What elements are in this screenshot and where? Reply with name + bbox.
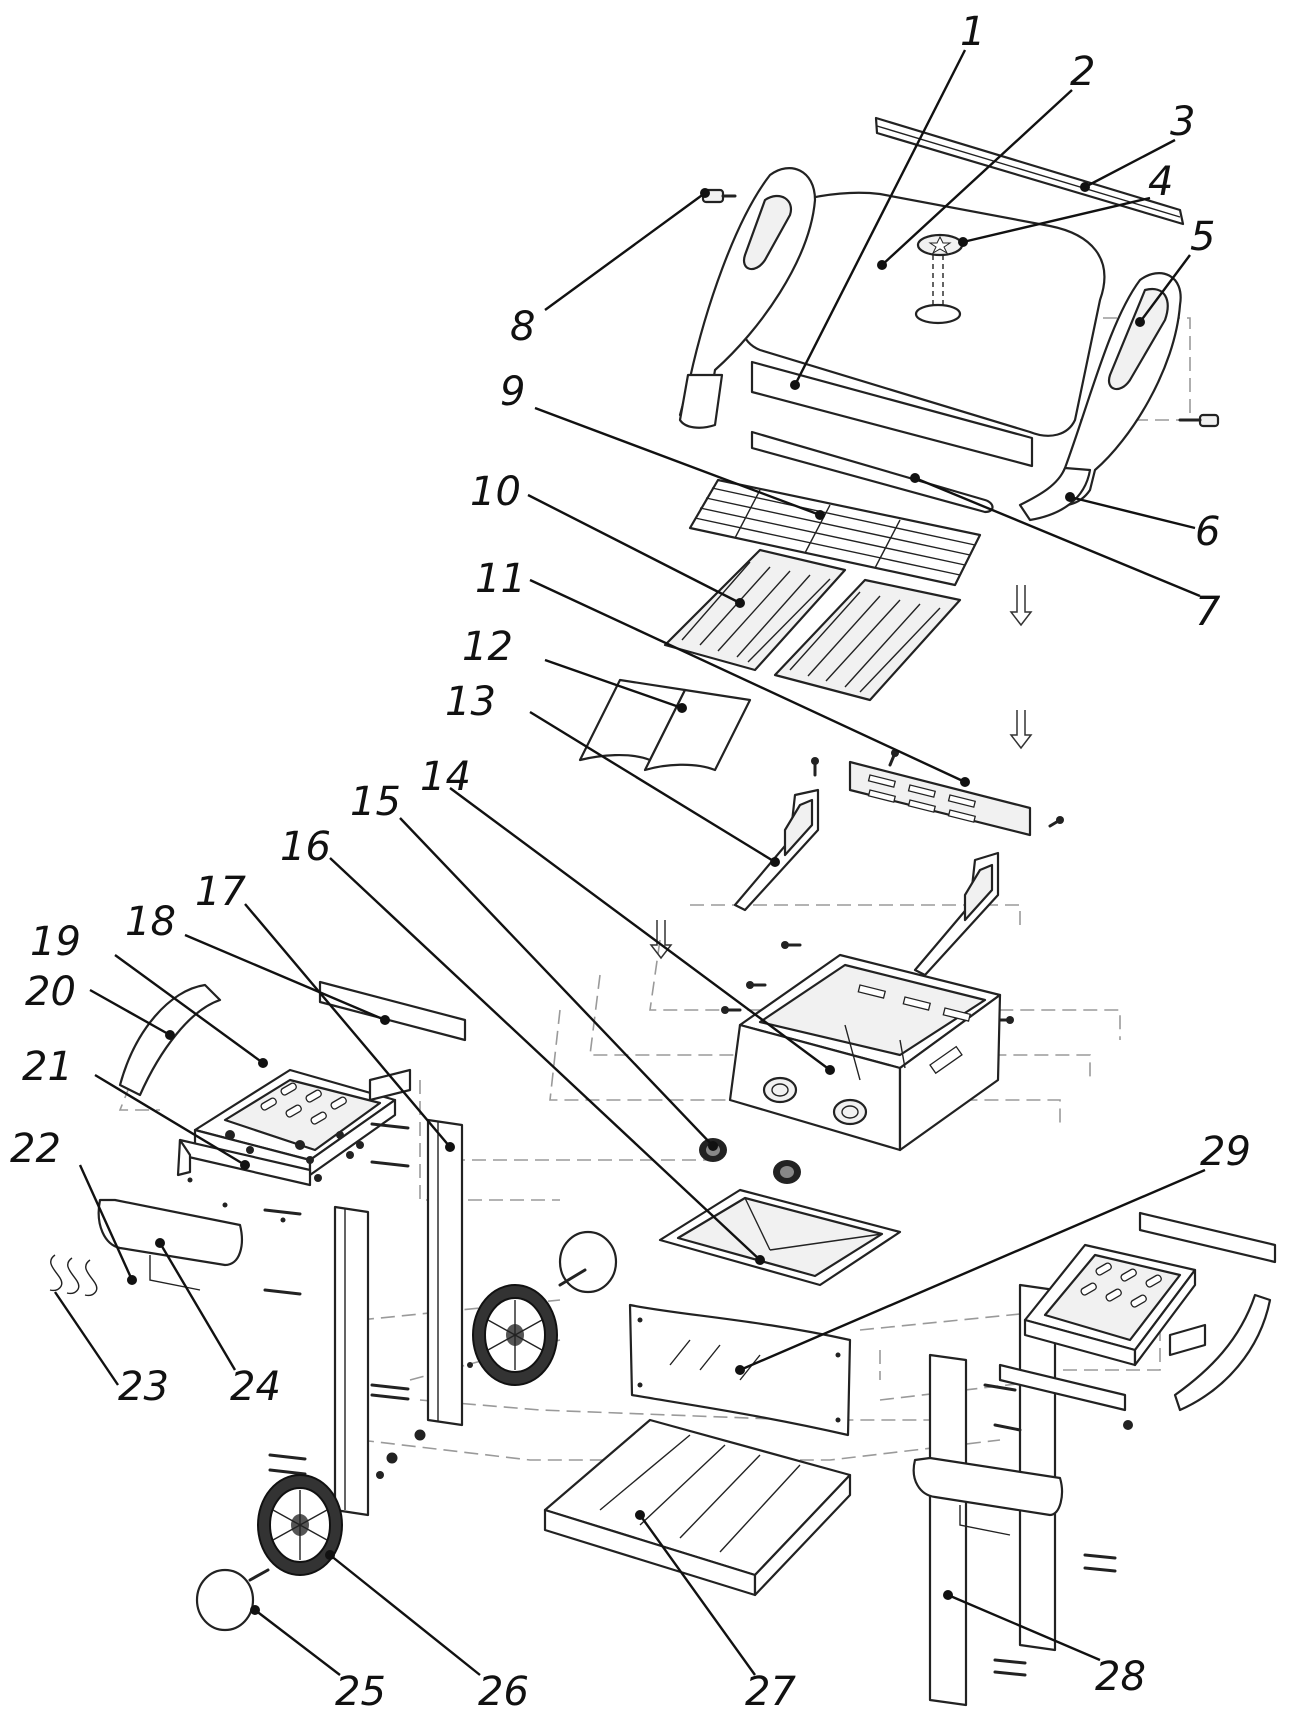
callout-21: 21 xyxy=(22,1044,73,1090)
callout-labels: 1 2 3 4 5 6 7 8 9 10 11 12 13 14 15 16 1… xyxy=(10,9,1251,1715)
callout-20: 20 xyxy=(25,969,76,1015)
callout-28: 28 xyxy=(1095,1654,1146,1700)
lid-heat-shield-rod xyxy=(750,430,994,514)
callout-24: 24 xyxy=(230,1364,281,1410)
callout-29: 29 xyxy=(1200,1129,1251,1175)
callout-25: 25 xyxy=(335,1669,386,1715)
leader-lines xyxy=(54,49,1206,1676)
callout-14: 14 xyxy=(420,754,471,800)
callout-18: 18 xyxy=(125,899,176,945)
callout-5: 5 xyxy=(1190,214,1215,260)
firebox xyxy=(728,953,1002,1152)
side-shelf-bracket-under-left xyxy=(368,1068,412,1102)
callout-12: 12 xyxy=(462,624,513,670)
cart-leg-front-left xyxy=(333,1205,370,1517)
thermometer-icon xyxy=(916,233,964,257)
callout-22: 22 xyxy=(10,1126,61,1172)
hubcap-front xyxy=(195,1568,270,1632)
handle-bolt-right xyxy=(1178,413,1220,428)
lid-front-panel xyxy=(750,360,1034,468)
callout-15: 15 xyxy=(350,779,401,825)
callout-2: 2 xyxy=(1070,49,1095,95)
callout-1: 1 xyxy=(960,9,985,55)
control-knob-right xyxy=(773,1160,801,1184)
callout-3: 3 xyxy=(1170,99,1195,145)
callout-26: 26 xyxy=(478,1669,529,1715)
callout-17: 17 xyxy=(195,869,246,915)
callout-4: 4 xyxy=(1148,159,1173,205)
towel-bar-right xyxy=(912,1456,1064,1536)
bottom-shelf xyxy=(543,1418,852,1597)
callout-8: 8 xyxy=(510,304,535,350)
side-shelf-bracket-right xyxy=(998,1323,1207,1412)
side-shelf-support-bar-right xyxy=(1138,1211,1277,1264)
bolt-icon xyxy=(187,1122,473,1479)
lid-side-handle-right xyxy=(1018,272,1182,522)
cart-leg-front-right xyxy=(928,1353,968,1707)
control-knob-dial-left xyxy=(762,1076,798,1104)
lid-panel xyxy=(738,191,1106,437)
callout-7: 7 xyxy=(1195,589,1221,635)
wheel-front xyxy=(257,1474,343,1576)
hubcap-rear xyxy=(558,1230,618,1294)
screw-icon xyxy=(721,749,1064,1024)
callout-19: 19 xyxy=(30,919,81,965)
cart-leg-rear-left xyxy=(426,1118,464,1427)
side-shelf-right xyxy=(1023,1243,1197,1367)
callout-13: 13 xyxy=(445,679,496,725)
firebox-rear-panel xyxy=(848,760,1032,837)
callout-6: 6 xyxy=(1195,509,1220,555)
down-arrow-icon xyxy=(649,585,1033,960)
callout-16: 16 xyxy=(280,824,331,870)
grease-tray xyxy=(658,1188,902,1287)
side-shelf-support-bar-left xyxy=(318,980,467,1042)
control-knob-dial-right xyxy=(832,1098,868,1126)
wheel-rear xyxy=(472,1284,558,1386)
side-shelf-end-cap-right xyxy=(1173,1293,1272,1412)
bolt-icon xyxy=(983,1383,1133,1677)
firebox-side-bracket-left xyxy=(733,788,820,912)
lid-side-handle-left xyxy=(678,167,817,429)
callout-23: 23 xyxy=(118,1364,169,1410)
towel-bar-left xyxy=(97,1198,243,1291)
callout-11: 11 xyxy=(475,556,526,602)
warming-rack xyxy=(688,478,982,587)
cooking-grate-right xyxy=(773,578,962,702)
cooking-grate-left xyxy=(663,548,847,672)
callout-10: 10 xyxy=(470,469,521,515)
callout-9: 9 xyxy=(500,369,525,415)
flavorizer-bars xyxy=(578,678,752,772)
callout-27: 27 xyxy=(745,1669,796,1715)
firebox-side-bracket-right xyxy=(913,851,1000,977)
